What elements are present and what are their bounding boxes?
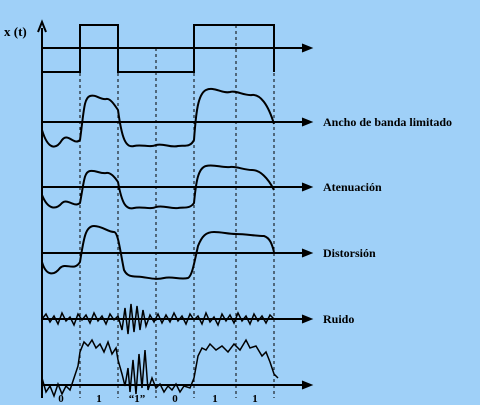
row-axis-arrowhead xyxy=(301,314,314,324)
bit-label: 1 xyxy=(212,393,218,405)
distorted-wave xyxy=(41,224,275,280)
row-axis-arrowhead xyxy=(301,43,314,53)
row-distortion: Distorsión xyxy=(41,224,376,280)
row-label-attenuation: Atenuación xyxy=(323,180,382,194)
y-axis-label: x (t) xyxy=(4,24,27,39)
input-square-wave xyxy=(42,24,275,73)
row-output xyxy=(41,338,314,399)
row-input xyxy=(42,24,314,73)
row-attenuation: Atenuación xyxy=(41,164,382,210)
bit-label: 0 xyxy=(172,393,178,405)
bit-label: 1 xyxy=(252,393,258,405)
attenuated-wave xyxy=(41,164,275,210)
row-axis-arrowhead xyxy=(301,182,314,192)
row-axis-arrowhead xyxy=(301,248,314,258)
row-axis-arrowhead xyxy=(301,380,314,390)
row-label-noise: Ruido xyxy=(323,312,354,326)
bit-label: 1 xyxy=(96,393,102,405)
received-wave xyxy=(41,338,279,399)
noise-wave xyxy=(41,303,275,335)
row-axis-arrowhead xyxy=(301,117,314,127)
row-noise: Ruido xyxy=(41,303,354,335)
row-label-distortion: Distorsión xyxy=(323,246,376,260)
y-axis-arrowhead xyxy=(37,19,47,33)
bandwidth-limited-wave xyxy=(41,87,275,148)
row-label-bandwidth: Ancho de banda limitado xyxy=(323,115,452,129)
row-bandwidth: Ancho de banda limitado xyxy=(41,87,452,148)
bit-label-error: “1” xyxy=(129,393,146,405)
decoded-bits: 0 1 “1” 0 1 1 xyxy=(58,393,258,405)
bit-boundaries xyxy=(79,25,275,398)
bit-label: 0 xyxy=(58,393,64,405)
